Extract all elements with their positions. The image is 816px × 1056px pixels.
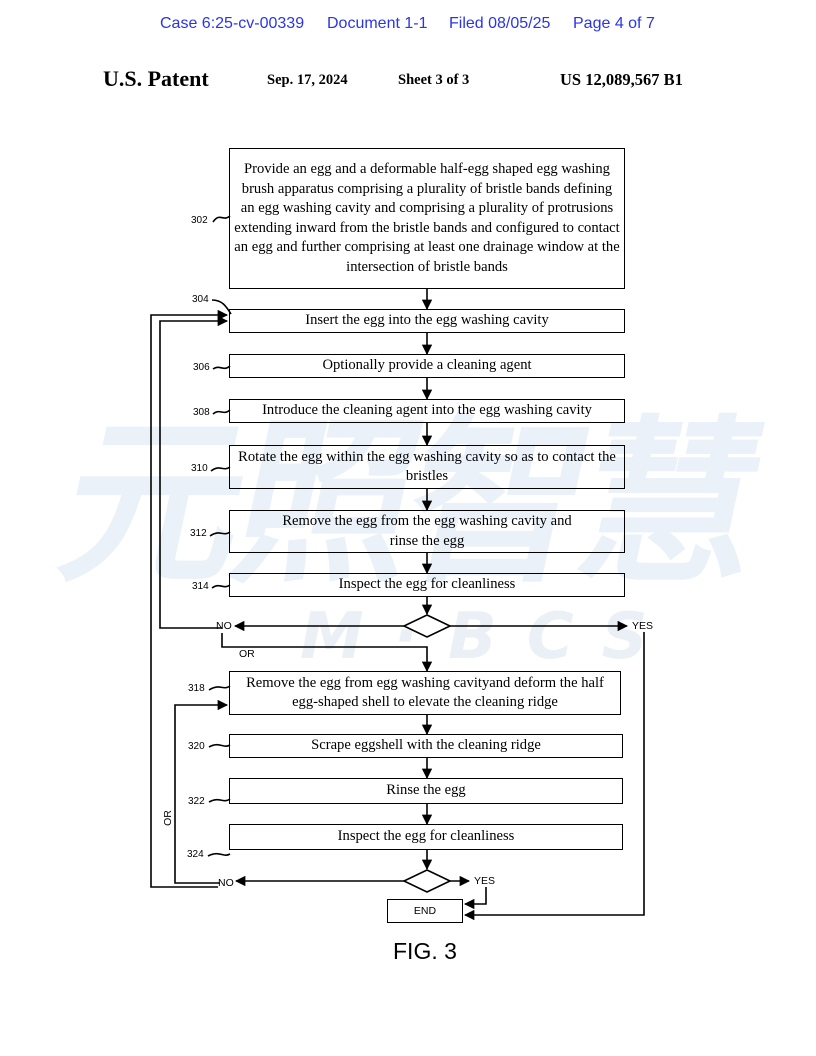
ref-310: 310 — [191, 463, 208, 474]
ref-324: 324 — [187, 849, 204, 860]
ref-308: 308 — [193, 407, 210, 418]
patent-title: U.S. Patent — [103, 66, 209, 91]
step-322-box: Rinse the egg — [229, 778, 623, 804]
step-306-box: Optionally provide a cleaning agent — [229, 354, 625, 378]
decision1-or-label: OR — [239, 648, 255, 660]
step-304-box: Insert the egg into the egg washing cavi… — [229, 309, 625, 333]
step-324-box: Inspect the egg for cleanliness — [229, 824, 623, 850]
step-320-box: Scrape eggshell with the cleaning ridge — [229, 734, 623, 758]
decision1-yes-label: YES — [632, 620, 654, 632]
ref-304: 304 — [192, 294, 209, 305]
ref-312: 312 — [190, 528, 207, 539]
page-indicator: Page 4 of 7 — [573, 15, 655, 32]
ref-322: 322 — [188, 796, 205, 807]
end-terminal: END — [387, 899, 463, 923]
ref-314: 314 — [192, 581, 209, 592]
ref-306: 306 — [193, 362, 210, 373]
ref-302: 302 — [191, 215, 208, 226]
decision2-yes-label: YES — [474, 875, 496, 887]
decision2-no-label: NO — [218, 877, 234, 889]
document-number: Document 1-1 — [327, 15, 428, 32]
patent-number: US 12,089,567 B1 — [560, 70, 683, 89]
figure-label: FIG. 3 — [393, 938, 457, 964]
decision2-or-label: OR — [161, 810, 174, 826]
patent-date: Sep. 17, 2024 — [267, 72, 348, 88]
ref-318: 318 — [188, 683, 205, 694]
step-310-box: Rotate the egg within the egg washing ca… — [229, 445, 625, 489]
sheet-number: Sheet 3 of 3 — [398, 72, 470, 88]
step-302-box: Provide an egg and a deformable half-egg… — [229, 148, 625, 289]
ref-320: 320 — [188, 741, 205, 752]
step-308-box: Introduce the cleaning agent into the eg… — [229, 399, 625, 423]
decision1-no-label: NO — [216, 620, 232, 632]
step-312-box: Remove the egg from the egg washing cavi… — [229, 510, 625, 553]
filed-date: Filed 08/05/25 — [449, 15, 551, 32]
step-318-box: Remove the egg from egg washing cavityan… — [229, 671, 621, 715]
step-314-box: Inspect the egg for cleanliness — [229, 573, 625, 597]
case-number: Case 6:25-cv-00339 — [160, 15, 305, 32]
